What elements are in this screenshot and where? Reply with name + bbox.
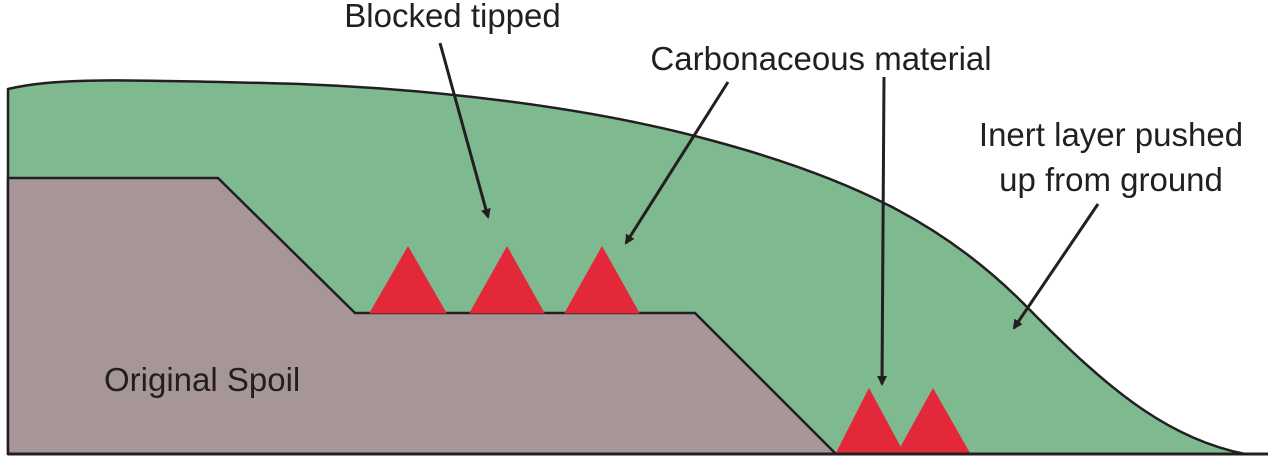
carbonaceous-material-label: Carbonaceous material <box>650 40 992 77</box>
blocked-tipped-label: Blocked tipped <box>344 0 561 34</box>
carbonaceous-material-triangle <box>469 245 545 314</box>
original-spoil-label: Original Spoil <box>104 361 301 398</box>
carbonaceous-arrow-right <box>877 76 888 386</box>
inert-layer-arrow <box>1012 203 1100 330</box>
inert-layer-label-line-1: Inert layer pushed <box>978 116 1244 153</box>
carbonaceous-material-triangle <box>369 245 447 314</box>
inert-layer-label: Inert layer pushed up from ground <box>966 112 1256 202</box>
carbonaceous-arrow-left <box>624 81 730 245</box>
carbonaceous-material-triangle <box>564 245 640 314</box>
blocked-tipped-arrow <box>438 42 491 219</box>
inert-layer-label-line-2: up from ground <box>999 161 1223 198</box>
